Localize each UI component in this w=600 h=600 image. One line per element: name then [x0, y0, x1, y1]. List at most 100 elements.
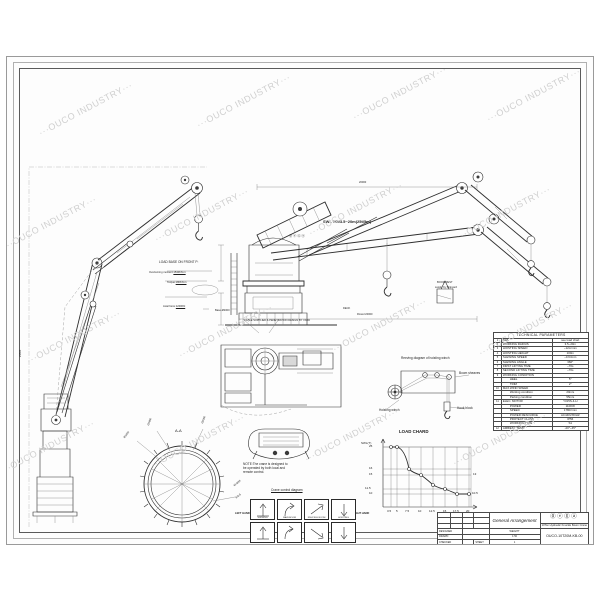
joystick-up-icon — [257, 503, 269, 517]
reeving-item-1: Hoisting winch — [379, 408, 400, 412]
chart-ytick-2: 15 — [369, 472, 373, 476]
callout-leaders — [165, 271, 451, 333]
row-value: 2° — [551, 381, 590, 388]
row-name: AMBIENT TEMP. — [500, 425, 553, 432]
joystick-diagonal-icon — [310, 503, 324, 515]
control-pendant — [249, 429, 310, 459]
joystick-hoist-down-icon — [340, 527, 348, 540]
field-value-checked — [462, 538, 475, 544]
chart-ytick-1: 16 — [369, 466, 373, 470]
chart-xtick-1: 5 — [396, 509, 398, 513]
drawing-sheet: LOAD BASE ON FRONT P: Overturning moment… — [6, 56, 594, 545]
crane-plan-view — [221, 345, 341, 415]
cad-linework — [7, 57, 594, 545]
cable-note: CABLE SUPPLIED & PENETRATION DESIGN BY Y… — [244, 319, 310, 322]
chart-xtick-4: 12.5 — [429, 509, 435, 513]
load-base-row-0: Overturning moment:1540KN.m — [149, 271, 186, 274]
ouco-logo-titleblock: ⓪ⓔⓖⓐ — [539, 512, 590, 524]
control-cell-knuckle-down[interactable] — [304, 522, 329, 543]
control-cell-hoisting-down[interactable] — [331, 522, 356, 543]
load-base-label-1: Torque: — [167, 281, 176, 284]
section-a-a — [137, 429, 235, 527]
joystick-hoist-up-icon — [340, 504, 348, 517]
chart-plot — [380, 438, 478, 510]
chart-ytick-3: 11.5 — [365, 486, 371, 490]
control-cell-knuckle-up[interactable]: KNUCKLE BOOM — [304, 499, 329, 520]
reeving-diagram — [387, 371, 469, 419]
load-base-title: LOAD BASE ON FRONT P: — [159, 260, 199, 264]
load-base-label-2: Axial force: — [163, 305, 176, 308]
control-diagram-title: Crane control diagram — [271, 488, 303, 492]
chart-ytick-0: 25 — [369, 444, 373, 448]
joystick-curve-icon — [284, 525, 294, 540]
ouco-logo-drawing: ⓪ⓔⓖⓐ — [289, 234, 306, 238]
load-base-label-0: Overturning moment: — [149, 271, 174, 274]
height-dim: 23500 — [19, 349, 22, 357]
swl-label: SWL 10t/3.5~20m(25t/5m) — [323, 219, 372, 224]
load-base-value-1: 180KN.m — [175, 281, 187, 284]
joystick-up-left-icon — [284, 502, 295, 517]
load-chart: LOAD CHARD SWL(T) Working radius(m) — [359, 429, 493, 523]
control-caption-3: HOISTING — [338, 516, 349, 519]
drawing-title: General Arrangement — [488, 511, 541, 530]
chart-xtick-6: 17.5 — [453, 509, 459, 513]
load-base-row-1: Torque:180KN.m — [167, 281, 186, 284]
control-cell-slewing-down[interactable] — [250, 522, 275, 543]
chart-xtick-3: 10 — [418, 509, 422, 513]
load-base-value-0: 1540KN.m — [173, 271, 186, 274]
chart-point-label-13: 13 — [473, 472, 477, 476]
row-no: 12 — [493, 425, 502, 432]
right-hand-label: RIGHT HAND — [353, 512, 370, 515]
sheet-label: SHEET — [473, 538, 490, 544]
title-block-body: General Arrangement ⓪ⓔⓖⓐ 10Ton Hydraulic… — [436, 511, 590, 544]
sheet-value: 1 — [488, 538, 541, 544]
crane-center-elevation — [218, 172, 551, 325]
joystick-diagonal-down-icon — [310, 528, 324, 540]
boom-rest-sub: supply by Shipyard — [435, 286, 457, 289]
reeving-item-2: Hook block — [457, 406, 473, 410]
title-block-row: General Arrangement ⓪ⓔⓖⓐ — [437, 511, 590, 530]
crane-left-elevation — [29, 167, 207, 527]
control-diagram-grid: SLEWING MAIN BOOM KNUCKLE BOOM HOISTING — [250, 499, 356, 543]
chart-xtick-7: 20 — [466, 509, 470, 513]
chart-xtick-0: 3.5 — [387, 509, 392, 513]
control-cell-mainboom-up[interactable]: MAIN BOOM — [277, 499, 302, 520]
base-dim-label: Base-Ø2000 — [215, 309, 230, 312]
chart-title: LOAD CHARD — [399, 429, 429, 434]
control-cell-hoisting-up[interactable]: HOISTING — [331, 499, 356, 520]
chart-ylabel: SWL(T) — [361, 441, 372, 445]
left-hand-label: LEFT HAND — [235, 512, 250, 515]
field-label-checked: CHECKED — [436, 538, 464, 544]
control-caption-1: MAIN BOOM — [283, 516, 296, 519]
title-block-row: 10Ton Hydraulic Knuckle Boom Crane — [437, 522, 590, 530]
span-bottom-dim: Rmax=20000 — [357, 313, 373, 316]
chart-ytick-4: 10 — [369, 491, 373, 495]
drawing-number: OUCO-10T20M-KB-00 — [539, 528, 590, 544]
deck-label: DECK — [343, 307, 351, 310]
note-text: NOTE:The crane is designed to be operate… — [243, 462, 288, 474]
chart-xtick-2: 7.5 — [405, 509, 410, 513]
chart-xtick-5: 15 — [443, 509, 447, 513]
title-block-row: CHECKED SHEET 1 — [436, 538, 589, 544]
span-top-dim: 20000 — [359, 181, 367, 184]
boom-rest-label: BOOM REST — [437, 281, 453, 284]
row-value: ~70s — [551, 368, 590, 374]
load-base-value-2: 1200KN — [175, 305, 186, 308]
control-caption-2: KNUCKLE BOOM — [307, 516, 326, 519]
chart-point-label-105: 10.5 — [472, 491, 478, 495]
section-label: A-A — [175, 428, 182, 433]
title-block: General Arrangement ⓪ⓔⓖⓐ 10Ton Hydraulic… — [436, 511, 590, 544]
reeving-title: Reeving diagram of hoisting winch — [401, 356, 450, 360]
row-value: -20°~45° — [551, 425, 590, 432]
control-cell-mainboom-down[interactable] — [277, 522, 302, 543]
reeving-item-0: Boom sheaves — [459, 371, 481, 375]
load-base-row-2: Axial force:1200KN — [163, 305, 185, 308]
control-caption-0: SLEWING — [257, 516, 268, 519]
control-cell-slewing-up[interactable]: SLEWING — [250, 499, 275, 520]
product-description: 10Ton Hydraulic Knuckle Boom Crane — [539, 522, 590, 530]
